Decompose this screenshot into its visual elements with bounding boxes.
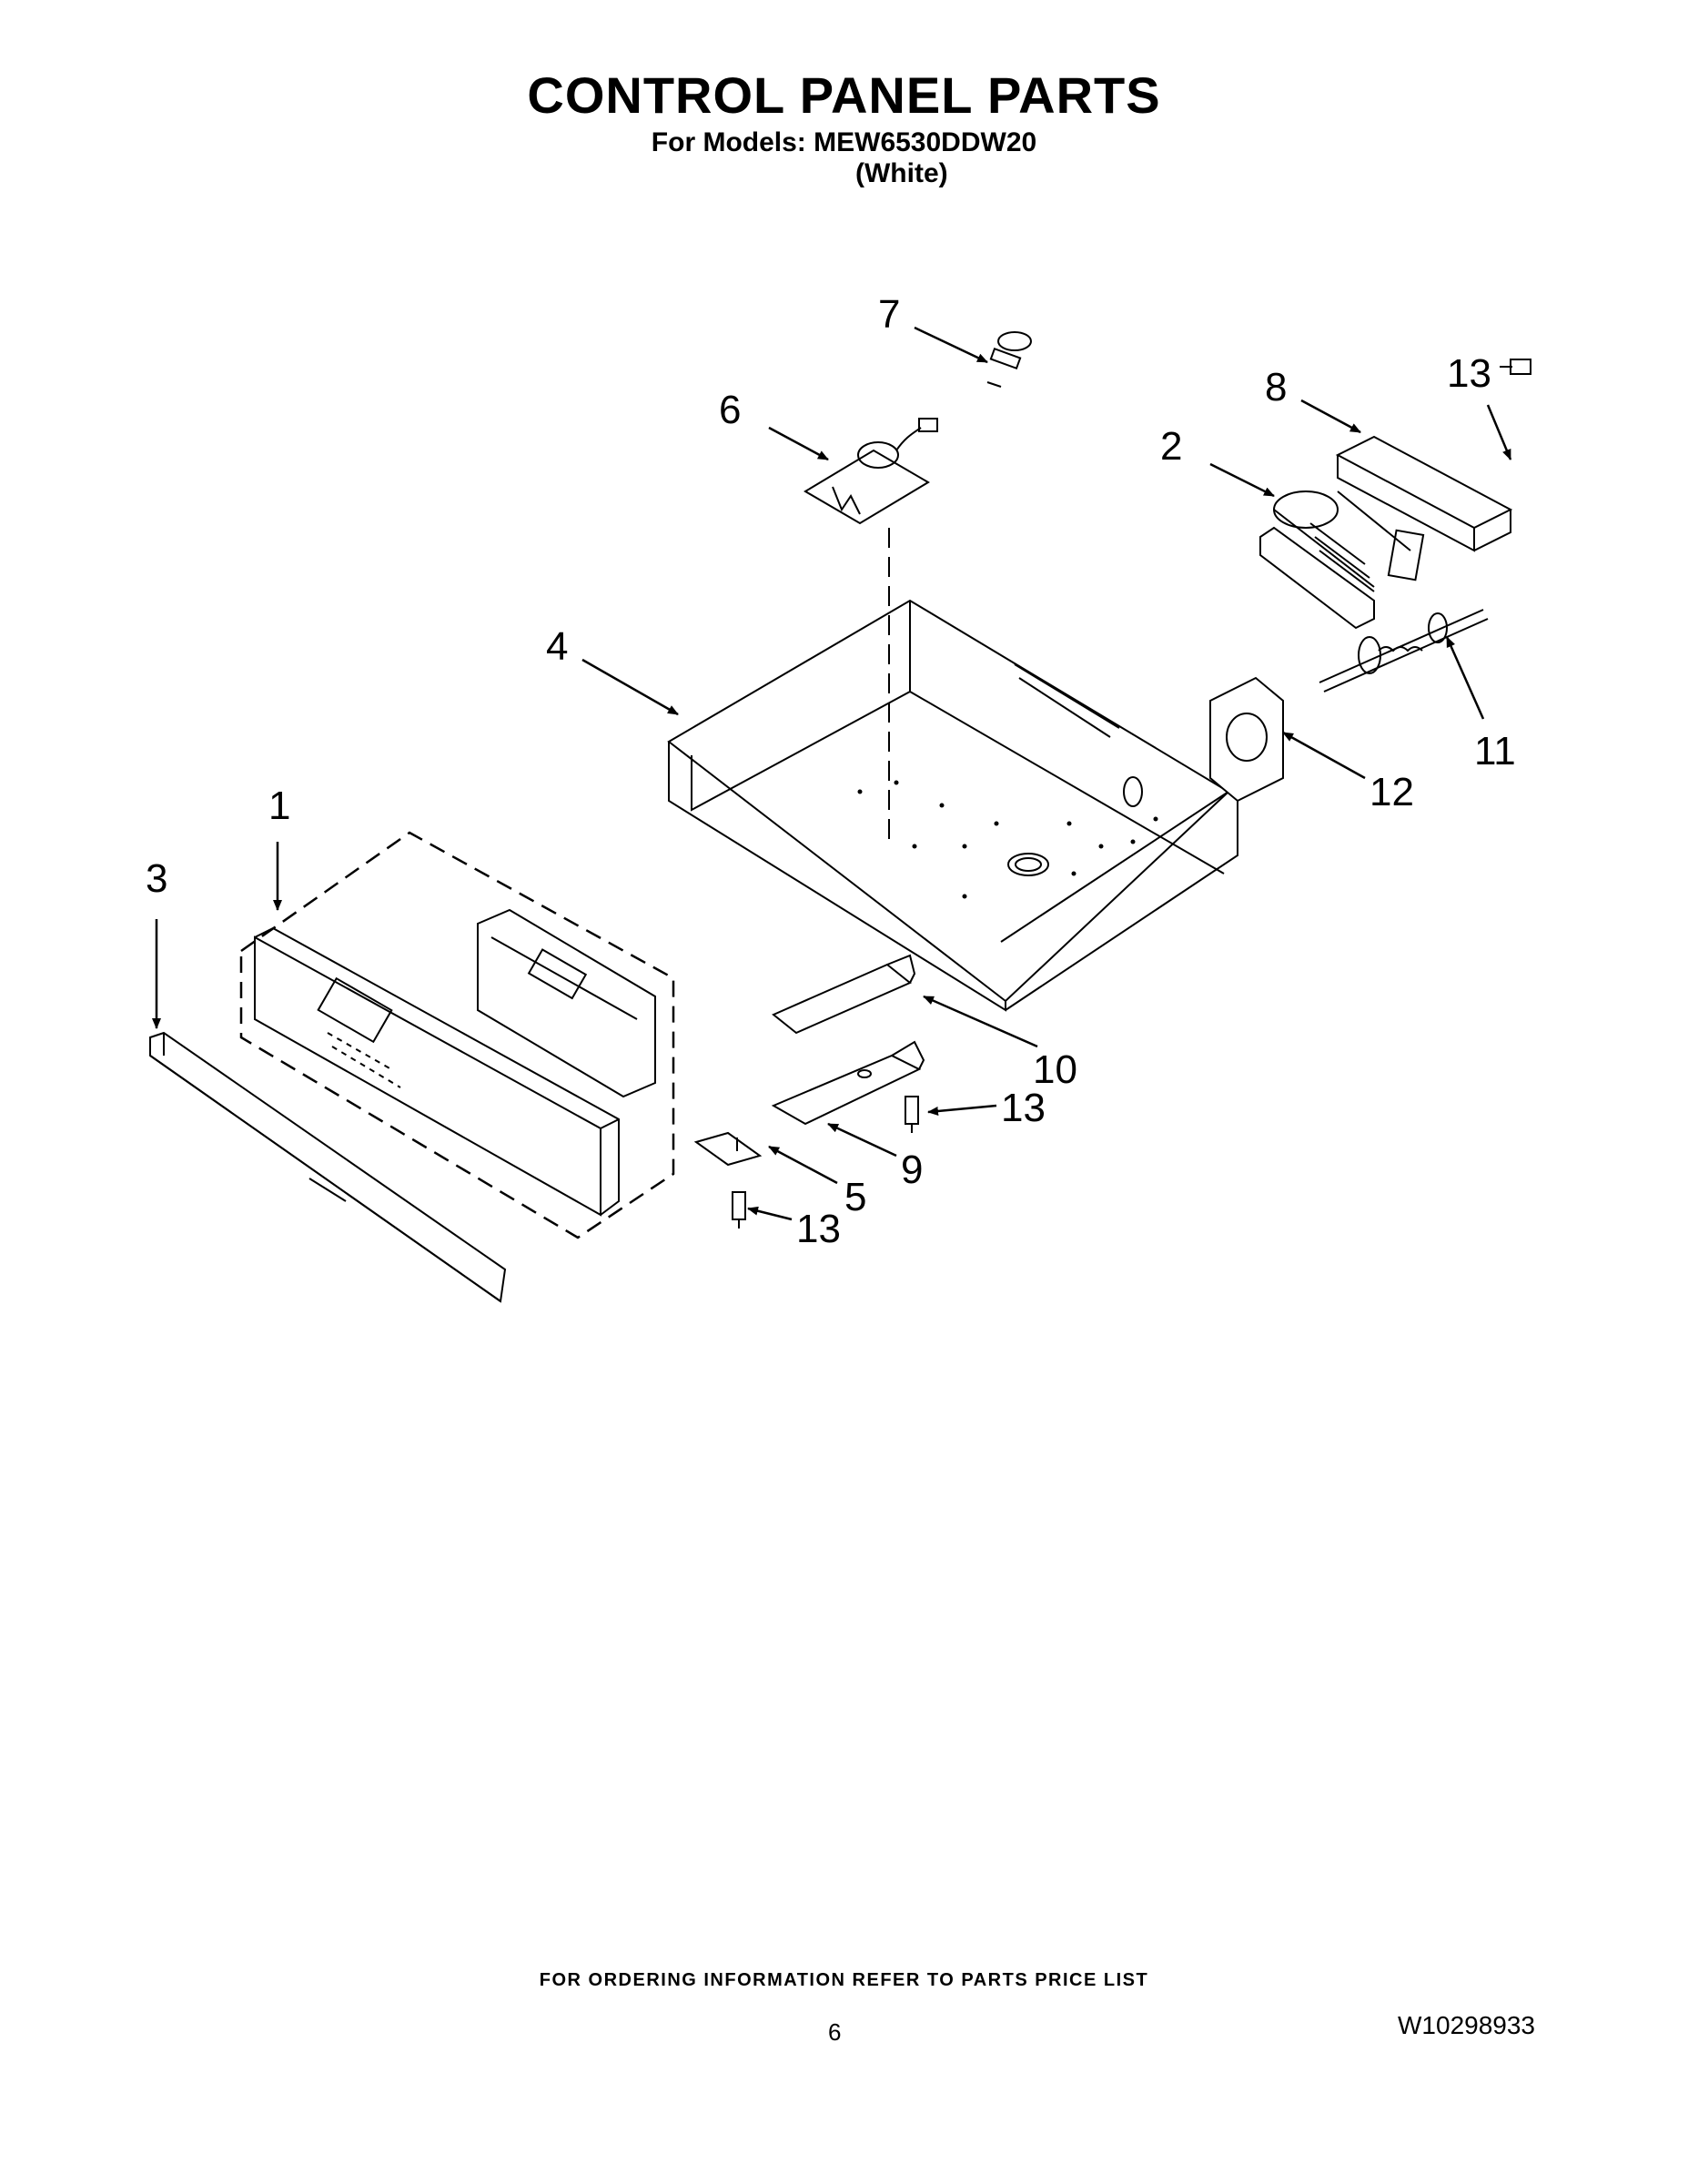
callout-part-11: 11 bbox=[1474, 729, 1516, 774]
housing-tray-drawing bbox=[667, 599, 1238, 1012]
control-panel-assembly-drawing bbox=[239, 831, 675, 1239]
document-number: W10298933 bbox=[1398, 2011, 1536, 2039]
callout-part-6: 6 bbox=[719, 388, 741, 432]
callout-part-13-middle: 13 bbox=[1001, 1086, 1046, 1130]
callout-part-9: 9 bbox=[901, 1148, 923, 1192]
screw-drawing bbox=[1500, 359, 1531, 375]
wire-harness-drawing bbox=[1319, 609, 1489, 693]
terminal-board-drawing bbox=[804, 418, 938, 525]
screw-drawing-bottom bbox=[732, 1191, 746, 1228]
callout-part-13-upper: 13 bbox=[1447, 351, 1491, 396]
thermal-switch-drawing bbox=[986, 331, 1032, 388]
page-title: CONTROL PANEL PARTS bbox=[527, 66, 1161, 124]
lower-deflector-drawing bbox=[771, 1040, 925, 1126]
color-note: (White) bbox=[855, 158, 948, 188]
callout-part-2: 2 bbox=[1160, 424, 1182, 469]
gasket-plate-drawing bbox=[1209, 676, 1284, 803]
page-number: 6 bbox=[828, 2018, 842, 2046]
bracket-drawing bbox=[1335, 435, 1513, 552]
callout-labels: 1 2 3 4 5 6 7 8 9 10 11 12 13 13 13 bbox=[146, 292, 1516, 1251]
upper-deflector-drawing bbox=[772, 954, 916, 1035]
ordering-note: FOR ORDERING INFORMATION REFER TO PARTS … bbox=[539, 1970, 1149, 1990]
callout-part-8: 8 bbox=[1265, 365, 1287, 410]
clip-drawing bbox=[693, 1131, 763, 1167]
leader-arrows bbox=[152, 326, 1512, 1221]
callout-part-13-lower: 13 bbox=[796, 1207, 841, 1251]
callout-part-10: 10 bbox=[1033, 1047, 1077, 1092]
callout-part-5: 5 bbox=[844, 1175, 866, 1219]
callout-part-3: 3 bbox=[146, 856, 167, 901]
screw-drawing-middle bbox=[905, 1096, 919, 1133]
callout-part-7: 7 bbox=[878, 292, 900, 337]
callout-part-1: 1 bbox=[268, 784, 290, 828]
callout-part-12: 12 bbox=[1370, 770, 1414, 814]
model-line: For Models: MEW6530DDW20 bbox=[651, 127, 1037, 157]
callout-part-4: 4 bbox=[546, 624, 568, 669]
trim-strip-drawing bbox=[149, 1031, 507, 1303]
blower-fan-drawing bbox=[1259, 490, 1425, 630]
